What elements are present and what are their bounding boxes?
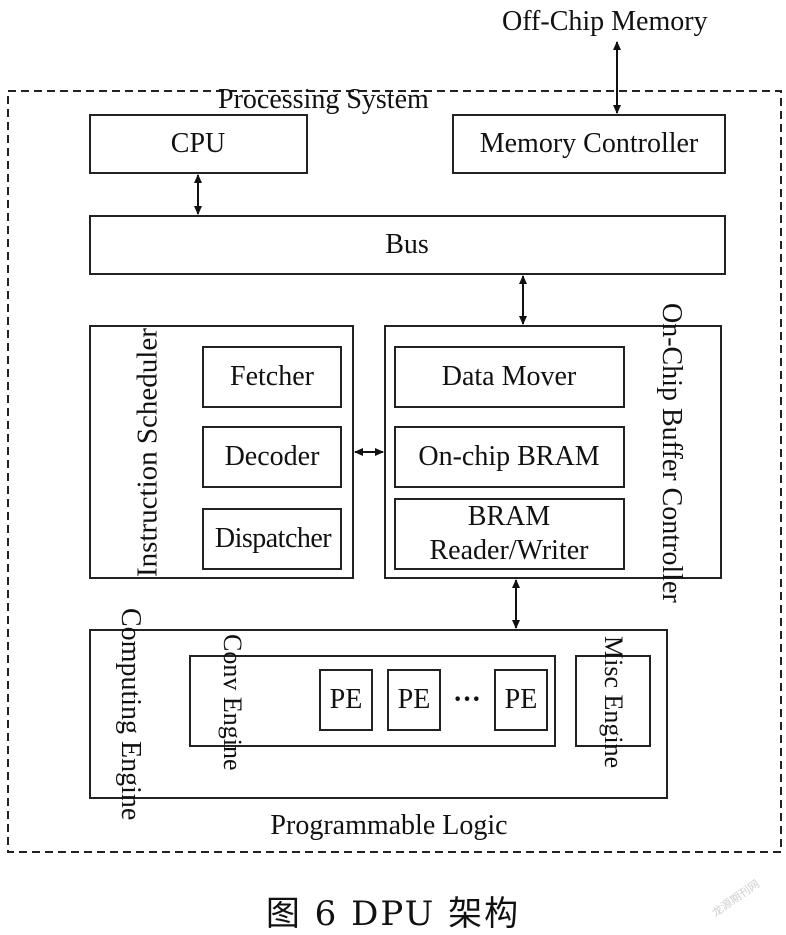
pe-box-2 — [387, 669, 441, 731]
data-mover-box — [394, 346, 625, 408]
memory-controller-label: Memory Controller — [479, 128, 699, 159]
bram-reader-writer-box — [394, 498, 625, 570]
fetcher-label: Fetcher — [230, 361, 314, 392]
instruction-scheduler-box — [89, 325, 354, 579]
bram-label-line2: Reader/Writer — [429, 535, 589, 566]
pe-label-1: PE — [329, 684, 363, 715]
misc-engine-box — [575, 655, 651, 747]
pe-box-3 — [494, 669, 548, 731]
bram-label-line1: BRAM — [467, 501, 551, 532]
conv-engine-box — [189, 655, 556, 747]
bus-box — [89, 215, 726, 275]
misc-engine-label: Misc Engine — [598, 635, 628, 769]
memory-controller-box — [452, 114, 726, 174]
bus-label: Bus — [385, 229, 429, 260]
dispatcher-label: Dispatcher — [214, 523, 332, 554]
onchip-buffer-controller-label: On-Chip Buffer Controller — [656, 302, 688, 603]
processing-system-label: Processing System — [218, 84, 429, 115]
conv-engine-label: Conv Engine — [217, 633, 247, 771]
cpu-box — [89, 114, 308, 174]
computing-engine-box — [89, 629, 668, 799]
onchip-bram-box — [394, 426, 625, 488]
pe-label-2: PE — [397, 684, 431, 715]
onchip-buffer-controller-box — [384, 325, 722, 579]
pe-label-3: PE — [504, 684, 538, 715]
dispatcher-box — [202, 508, 342, 570]
cpu-label: CPU — [170, 128, 226, 159]
decoder-box — [202, 426, 342, 488]
computing-engine-label: Computing Engine — [115, 607, 147, 821]
programmable-logic-label: Programmable Logic — [270, 810, 508, 841]
onchip-bram-label: On-chip BRAM — [418, 441, 600, 472]
pe-ellipsis: ··· — [452, 684, 482, 715]
data-mover-label: Data Mover — [441, 361, 577, 392]
decoder-label: Decoder — [224, 441, 320, 472]
fetcher-box — [202, 346, 342, 408]
pe-box-1 — [319, 669, 373, 731]
instruction-scheduler-label: Instruction Scheduler — [131, 328, 164, 577]
figure-caption: 图 6 DPU 架构 — [265, 894, 521, 934]
offchip-memory-label: Off-Chip Memory — [502, 6, 708, 37]
